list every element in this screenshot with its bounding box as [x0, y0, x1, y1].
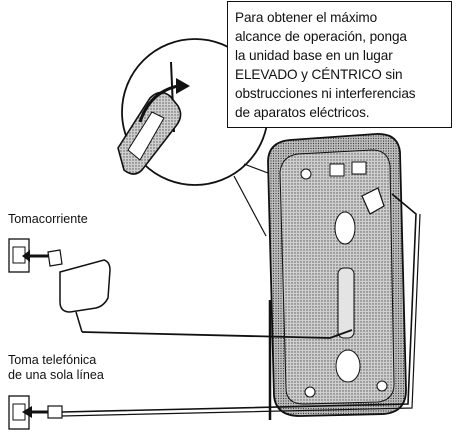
note-line-1: Para obtener el máximo: [235, 10, 378, 25]
ac-adaptor: [8, 238, 353, 339]
note-line-3: la unidad base en un lugar: [235, 48, 393, 63]
phone-jack: [8, 193, 421, 430]
placement-note: Para obtener el máximo alcance de operac…: [227, 1, 452, 128]
outlet-label: Tomacorriente: [8, 212, 88, 226]
note-line-4: ELEVADO y CÉNTRICO sin: [235, 67, 403, 82]
phone-jack-label-line1: Toma telefónica: [8, 353, 97, 367]
note-line-5: obstrucciones ni interferencias: [235, 86, 416, 101]
note-line-6: de aparatos eléctricos.: [235, 105, 370, 120]
phone-jack-label-line2: de una sola línea: [8, 368, 104, 382]
note-line-2: alcance de operación, ponga: [235, 29, 407, 44]
base-unit: [267, 133, 407, 420]
